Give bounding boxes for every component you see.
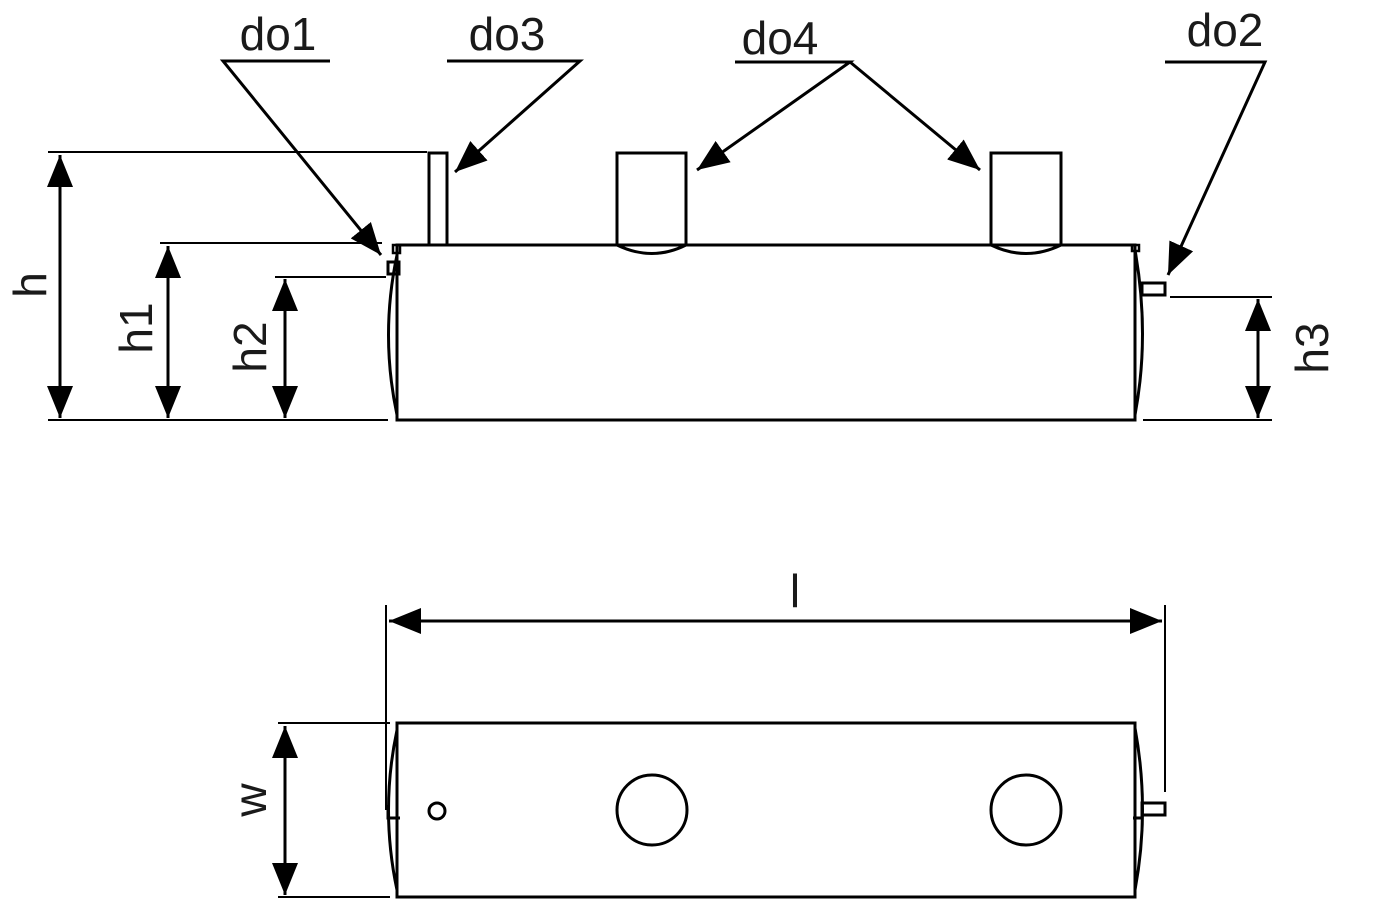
- leader-lines: [219, 59, 1268, 276]
- extension-lines-side: [48, 151, 1272, 421]
- dimension-lines-top: [272, 608, 1162, 895]
- tank-body-side: [395, 243, 1137, 422]
- label-do1: do1: [240, 8, 317, 60]
- do1-opening: [427, 801, 447, 821]
- do4-pipe-left: [615, 151, 688, 255]
- leader-do4-right: [849, 60, 981, 172]
- top-view: [386, 721, 1167, 899]
- extension-lines-top: [278, 605, 1166, 898]
- label-do4: do4: [742, 12, 819, 64]
- leader-do4-left: [696, 60, 855, 172]
- do2-fitting: [1140, 281, 1167, 297]
- label-h3: h3: [1286, 322, 1338, 373]
- do3-pipe: [427, 151, 449, 247]
- do4-opening-right: [989, 773, 1063, 847]
- leader-do2: [1165, 60, 1268, 276]
- do2-fitting-top: [1140, 801, 1167, 817]
- side-view: [386, 151, 1167, 422]
- label-h1: h1: [110, 302, 162, 353]
- label-do3: do3: [469, 8, 546, 60]
- left-notch: [386, 805, 400, 820]
- do1-fitting-top: [391, 243, 402, 255]
- label-do2: do2: [1187, 4, 1264, 56]
- leader-do1: [219, 59, 383, 256]
- right-cap-detail: [1130, 243, 1141, 253]
- label-l: l: [790, 565, 800, 617]
- right-end-cap: [1133, 249, 1144, 416]
- leader-do3: [447, 59, 584, 174]
- label-h: h: [4, 272, 56, 298]
- label-h2: h2: [224, 321, 276, 372]
- do4-opening-left: [615, 773, 689, 847]
- label-w: w: [224, 783, 276, 818]
- do4-pipe-right: [989, 151, 1063, 255]
- tank-body-top: [395, 721, 1137, 899]
- do1-fitting: [386, 260, 401, 276]
- dimension-lines-side: [47, 155, 1271, 418]
